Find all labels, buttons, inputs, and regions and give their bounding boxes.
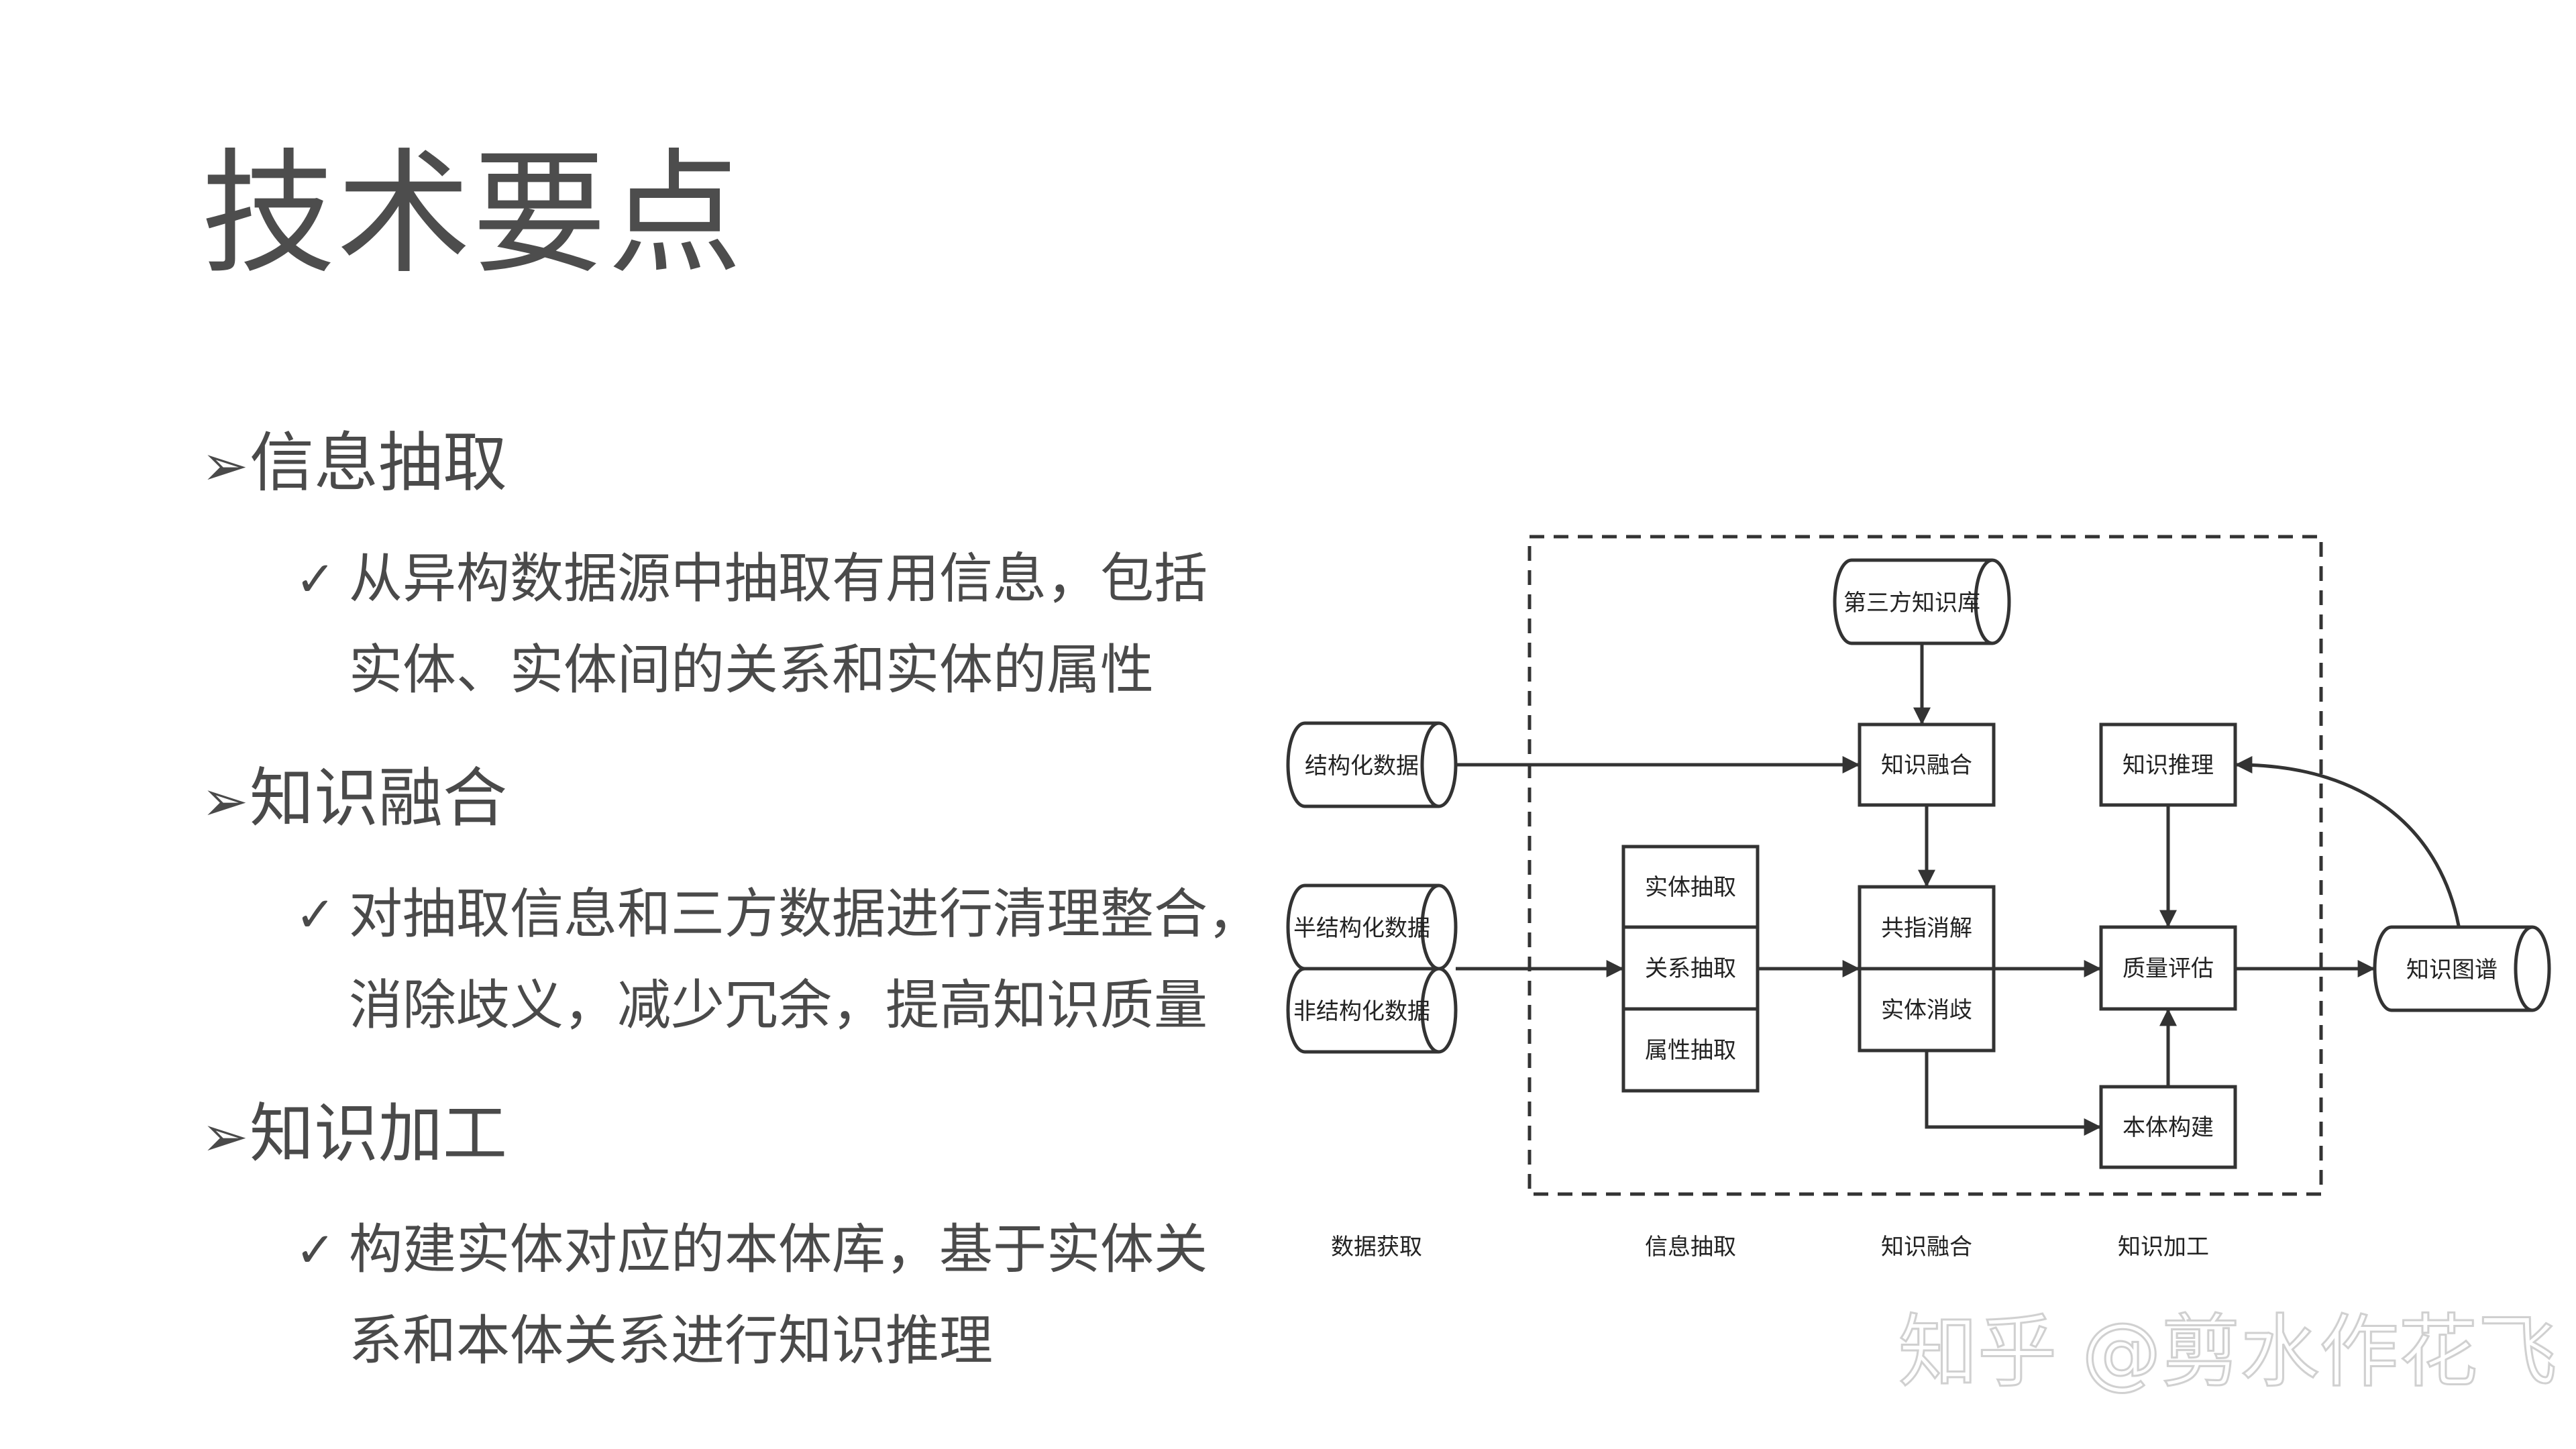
node-label: 实体抽取 — [1645, 874, 1736, 901]
section-text-knowledge-processing: ✓ 构建实体对应的本体库，基于实体关 系和本体关系进行知识推理 — [295, 1204, 1208, 1387]
processing-boundary — [1527, 535, 2323, 1196]
check-icon: ✓ — [295, 1222, 336, 1278]
node-label: 共指消解 — [1881, 915, 1972, 942]
node-label: 半结构化数据 — [1293, 915, 1430, 942]
section-text-knowledge-fusion: ✓ 对抽取信息和三方数据进行清理整合， 消除歧义，减少冗余，提高知识质量 — [295, 869, 1261, 1051]
section-text-info-extraction: ✓ 从异构数据源中抽取有用信息，包括 实体、实体间的关系和实体的属性 — [295, 533, 1208, 716]
node-label: 知识图谱 — [2406, 957, 2498, 983]
edge-graph-to-reasoning — [2235, 756, 2461, 926]
section-heading-info-extraction: ➢信息抽取 — [201, 423, 507, 506]
section-heading-knowledge-fusion: ➢知识融合 — [201, 758, 507, 841]
arrow-bullet-icon: ➢ — [201, 768, 249, 834]
node-label: 知识推理 — [2123, 752, 2214, 779]
node-label: 本体构建 — [2123, 1114, 2214, 1141]
node-label: 知识融合 — [1881, 752, 1972, 779]
box-entity-disambiguation: 实体消歧 — [1858, 967, 1996, 1053]
box-quality-assessment: 质量评估 — [2099, 925, 2237, 1011]
box-attribute-extraction: 属性抽取 — [1621, 1007, 1760, 1093]
section-line: 从异构数据源中抽取有用信息，包括 — [349, 547, 1208, 610]
watermark: 知乎 @剪水作花飞 — [1898, 1305, 2559, 1399]
stage-label: 数据获取 — [1331, 1234, 1422, 1260]
node-label: 关系抽取 — [1645, 955, 1736, 982]
arrow-bullet-icon: ➢ — [201, 433, 249, 498]
page-title: 技术要点 — [201, 136, 744, 292]
cylinder-semi-structured-data: 半结构化数据 — [1286, 883, 1458, 971]
cylinder-structured-data: 结构化数据 — [1286, 721, 1458, 808]
section-heading-knowledge-processing: ➢知识加工 — [201, 1093, 507, 1177]
stage-label: 知识融合 — [1881, 1234, 1972, 1260]
cylinder-third-party-kb: 第三方知识库 — [1833, 558, 2011, 645]
node-label: 实体消歧 — [1881, 997, 1972, 1024]
box-knowledge-fusion: 知识融合 — [1858, 722, 1996, 807]
section-line: 实体、实体间的关系和实体的属性 — [349, 639, 1154, 701]
node-label: 属性抽取 — [1645, 1037, 1736, 1064]
section-line: 构建实体对应的本体库，基于实体关 — [349, 1218, 1208, 1281]
node-label: 第三方知识库 — [1843, 590, 1980, 616]
section-line: 对抽取信息和三方数据进行清理整合， — [349, 883, 1261, 945]
box-entity-extraction: 实体抽取 — [1621, 845, 1760, 929]
cylinder-knowledge-graph: 知识图谱 — [2373, 925, 2551, 1012]
arrow-bullet-icon: ➢ — [201, 1104, 249, 1169]
edge-disambiguation-to-ontology — [1925, 1051, 2102, 1136]
node-label: 非结构化数据 — [1293, 998, 1430, 1025]
check-icon: ✓ — [295, 886, 336, 943]
section-line: 消除歧义，减少冗余，提高知识质量 — [349, 974, 1208, 1036]
node-label: 结构化数据 — [1305, 753, 1419, 780]
box-relation-extraction: 关系抽取 — [1621, 925, 1760, 1011]
section-line: 系和本体关系进行知识推理 — [349, 1309, 993, 1372]
box-knowledge-reasoning: 知识推理 — [2099, 722, 2237, 807]
node-label: 质量评估 — [2123, 955, 2214, 982]
box-coreference-resolution: 共指消解 — [1858, 885, 1996, 971]
check-icon: ✓ — [295, 551, 336, 607]
cylinder-unstructured-data: 非结构化数据 — [1286, 967, 1458, 1054]
bullet-list: ➢信息抽取 ✓ 从异构数据源中抽取有用信息，包括 实体、实体间的关系和实体的属性… — [201, 0, 1275, 1449]
stage-label: 信息抽取 — [1645, 1234, 1736, 1260]
box-ontology-construction: 本体构建 — [2099, 1085, 2237, 1169]
stage-label: 知识加工 — [2118, 1234, 2209, 1260]
